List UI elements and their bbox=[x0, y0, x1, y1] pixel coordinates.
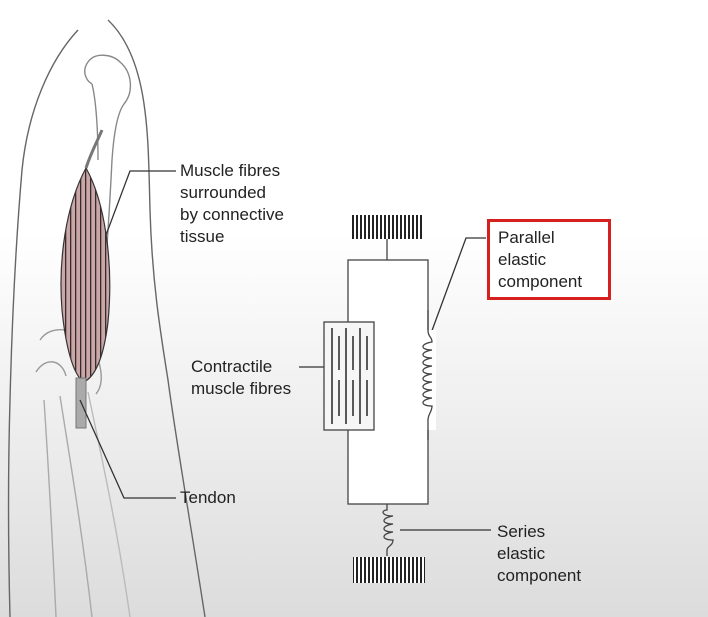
label-line: elastic bbox=[497, 544, 546, 563]
parallel-spring-cover bbox=[424, 330, 436, 430]
top-anchor bbox=[352, 215, 422, 239]
muscle-fibres-label: Muscle fibres surrounded by connective t… bbox=[180, 160, 284, 248]
forearm-bone-3 bbox=[87, 391, 131, 617]
label-line: Contractile bbox=[191, 357, 273, 376]
parallel-leader bbox=[429, 237, 486, 337]
label-line: Parallel bbox=[498, 228, 555, 247]
label-line: Tendon bbox=[180, 488, 236, 507]
upper-tendon bbox=[84, 129, 104, 169]
label-line: component bbox=[498, 272, 583, 291]
humerus-bone bbox=[84, 54, 131, 281]
label-line: elastic bbox=[498, 250, 547, 269]
label-line: tissue bbox=[180, 227, 225, 246]
forearm-bone-2 bbox=[59, 395, 93, 617]
muscle-fibres-leader bbox=[105, 170, 176, 236]
leader-lines bbox=[79, 170, 491, 531]
contractile-filaments bbox=[331, 328, 368, 424]
series-label: Series elastic component bbox=[497, 521, 581, 587]
tendon-label: Tendon bbox=[180, 487, 236, 509]
label-line: Series bbox=[497, 522, 546, 541]
parallel-label: Parallel elastic component bbox=[498, 227, 582, 293]
parallel-spring bbox=[422, 310, 433, 440]
arm-outline-left bbox=[7, 29, 79, 617]
series-spring bbox=[382, 504, 394, 556]
parallel-highlight-box bbox=[487, 219, 611, 300]
label-line: Muscle fibres bbox=[180, 161, 281, 180]
contractile-label: Contractile muscle fibres bbox=[191, 356, 291, 400]
arm-outline-right bbox=[107, 19, 206, 617]
bottom-anchor bbox=[353, 557, 425, 583]
label-line: surrounded bbox=[180, 183, 267, 202]
label-line: component bbox=[497, 566, 582, 585]
label-line: by connective bbox=[180, 205, 284, 224]
label-line: muscle fibres bbox=[191, 379, 292, 398]
arm-illustration bbox=[7, 19, 206, 617]
tendon-leader bbox=[79, 399, 176, 499]
biceps-muscle bbox=[60, 166, 111, 383]
muscle-model bbox=[323, 215, 436, 583]
forearm-bone-1 bbox=[43, 399, 57, 617]
